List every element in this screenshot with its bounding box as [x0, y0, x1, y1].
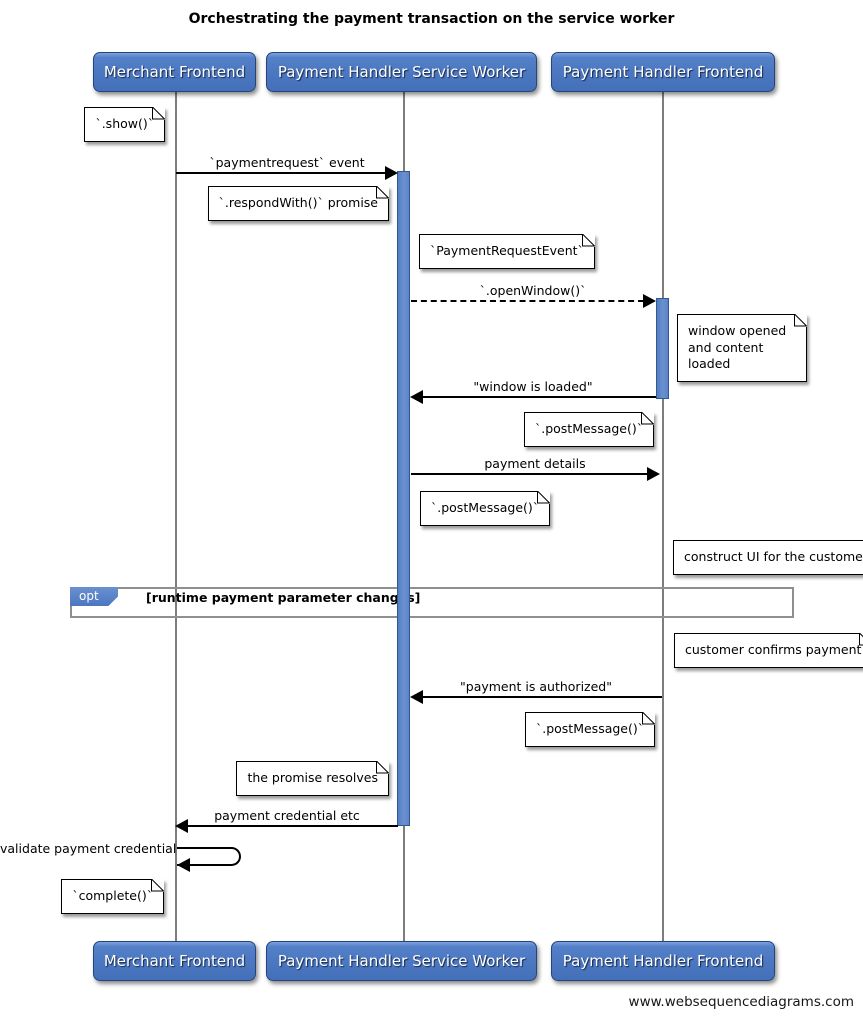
- message-line-payment-credential-etc: [188, 825, 398, 827]
- note-fold-icon: [859, 633, 863, 646]
- note-construct-ui: construct UI for the customer: [673, 540, 863, 575]
- arrowhead-icon: [177, 858, 190, 872]
- opt-keyword-tab: opt: [70, 587, 118, 606]
- diagram-title: Orchestrating the payment transaction on…: [188, 11, 675, 27]
- arrowhead-icon: [175, 819, 188, 833]
- activation-bar-payment-handler-frontend: [656, 298, 669, 399]
- participant-service-worker-top: Payment Handler Service Worker: [266, 52, 537, 92]
- note-text: construct UI for the customer: [684, 549, 863, 564]
- note-text: `.show()`: [95, 116, 154, 131]
- arrowhead-icon: [643, 294, 656, 308]
- message-label-payment-credential-etc: payment credential etc: [214, 808, 360, 823]
- arrowhead-icon: [410, 690, 423, 704]
- participant-label: Merchant Frontend: [103, 952, 246, 970]
- message-label-validate-payment-credential: validate payment credential: [0, 841, 177, 856]
- opt-guard-condition: [runtime payment parameter changes]: [146, 590, 421, 605]
- participant-merchant-frontend-top: Merchant Frontend: [93, 52, 256, 92]
- message-label-window-is-loaded: "window is loaded": [473, 379, 593, 394]
- note-fold-icon: [376, 186, 389, 199]
- participant-label: Payment Handler Service Worker: [277, 63, 526, 81]
- note-paymentrequestevent: `PaymentRequestEvent`: [419, 234, 595, 269]
- arrowhead-icon: [385, 166, 398, 180]
- note-fold-icon: [537, 491, 551, 504]
- note-postmessage-3: `.postMessage()`: [524, 712, 655, 747]
- note-text: `.postMessage()`: [535, 721, 644, 736]
- note-postmessage-1: `.postMessage()`: [523, 412, 654, 447]
- note-text: the promise resolves: [247, 770, 378, 785]
- participant-payment-handler-frontend-top: Payment Handler Frontend: [551, 52, 775, 92]
- message-label-payment-is-authorized: "payment is authorized": [460, 679, 612, 694]
- note-fold-icon: [642, 712, 655, 725]
- note-text: `.postMessage()`: [431, 500, 540, 515]
- message-label-paymentrequest-event: `paymentrequest` event: [209, 155, 365, 170]
- participant-payment-handler-frontend-bottom: Payment Handler Frontend: [551, 941, 775, 981]
- note-text: `complete()`: [72, 888, 153, 903]
- participant-label: Payment Handler Service Worker: [277, 952, 526, 970]
- opt-keyword: opt: [79, 589, 99, 603]
- note-postmessage-2: `.postMessage()`: [420, 491, 551, 526]
- message-line-payment-details: [411, 473, 648, 475]
- message-label-openwindow: `.openWindow()`: [479, 283, 587, 298]
- note-text: `.postMessage()`: [534, 421, 643, 436]
- note-show: `.show()`: [84, 107, 165, 142]
- message-label-payment-details: payment details: [484, 456, 586, 471]
- note-fold-icon: [581, 234, 595, 247]
- note-text: window opened and content loaded: [688, 323, 787, 371]
- arrowhead-icon: [410, 390, 423, 404]
- watermark-websequencediagrams: www.websequencediagrams.com: [628, 994, 854, 1010]
- message-line-window-is-loaded: [423, 396, 656, 398]
- participant-label: Payment Handler Frontend: [562, 63, 764, 81]
- note-window-opened: window opened and content loaded: [677, 314, 807, 382]
- message-line-payment-is-authorized: [423, 696, 662, 698]
- note-fold-icon: [376, 761, 389, 774]
- note-text: `PaymentRequestEvent`: [430, 243, 584, 258]
- participant-merchant-frontend-bottom: Merchant Frontend: [93, 941, 256, 981]
- note-promise-resolves: the promise resolves: [236, 761, 389, 796]
- note-fold-icon: [641, 412, 654, 425]
- note-fold-icon: [152, 107, 165, 120]
- participant-label: Merchant Frontend: [103, 63, 246, 81]
- note-text: `.respondWith()` promise: [218, 195, 378, 210]
- lifeline-payment-handler-frontend: [662, 92, 664, 941]
- note-customer-confirms: customer confirms payment: [674, 633, 863, 668]
- note-respondwith-promise: `.respondWith()` promise: [207, 186, 389, 221]
- opt-frame: opt [runtime payment parameter changes]: [70, 587, 794, 618]
- message-line-openwindow: [411, 300, 644, 302]
- note-complete: `complete()`: [61, 879, 164, 914]
- participant-label: Payment Handler Frontend: [562, 952, 764, 970]
- self-message-loop: [177, 847, 241, 866]
- arrowhead-icon: [647, 467, 660, 481]
- activation-bar-service-worker: [397, 171, 410, 826]
- message-line-paymentrequest-event: [176, 172, 387, 174]
- lifeline-merchant-frontend: [175, 92, 177, 941]
- note-fold-icon: [794, 314, 807, 327]
- note-text: customer confirms payment: [685, 642, 862, 657]
- note-fold-icon: [151, 879, 164, 892]
- participant-service-worker-bottom: Payment Handler Service Worker: [266, 941, 537, 981]
